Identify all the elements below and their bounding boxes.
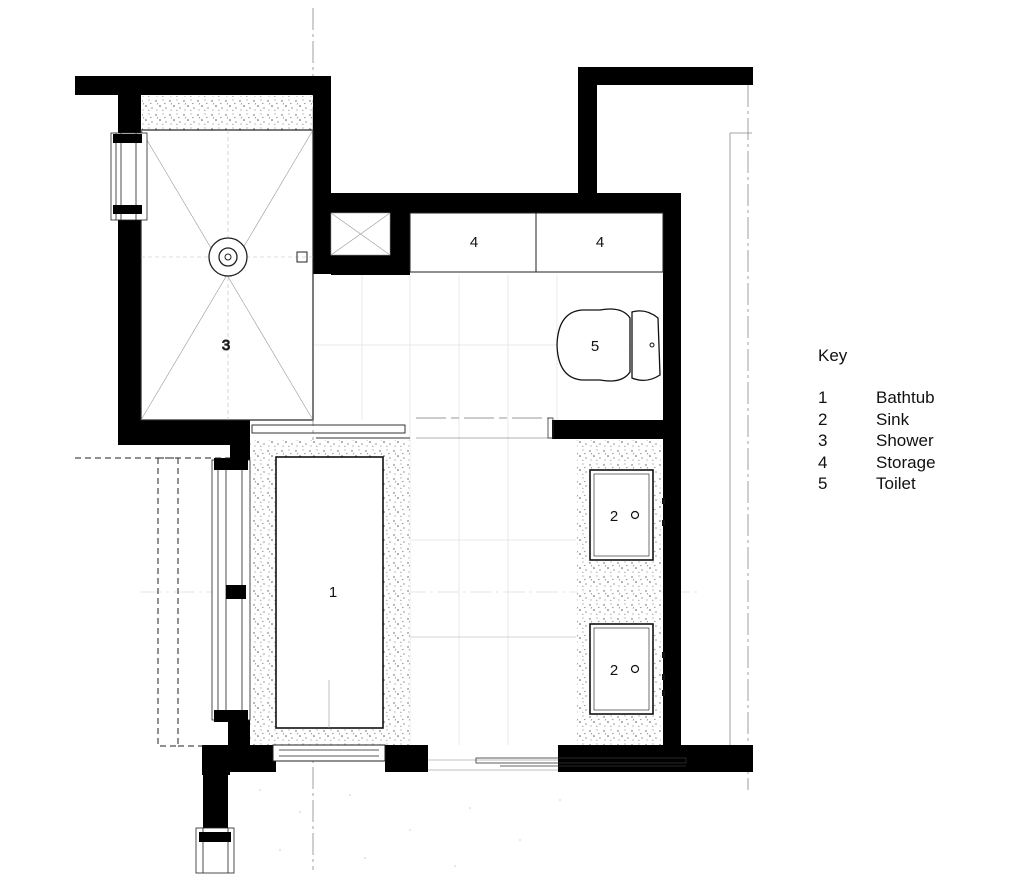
sink-lower-label: 2 xyxy=(610,662,618,679)
legend-item-number: 4 xyxy=(818,452,828,472)
entrance-door xyxy=(428,757,687,771)
windows xyxy=(110,132,386,874)
legend-item-number: 1 xyxy=(818,388,828,407)
toilet-label: 5 xyxy=(591,338,599,355)
bathtub: 1 xyxy=(275,456,384,729)
linen-cabinet xyxy=(330,212,391,256)
legend-items: 1 Bathtub 2 Sink 3 Shower 4 Storage 5 Toilet xyxy=(818,387,936,495)
legend-item-number: 2 xyxy=(818,409,828,429)
legend-item-label: Shower xyxy=(876,431,934,451)
drain-icon xyxy=(208,237,248,277)
storage-right-label: 4 xyxy=(596,234,604,251)
storage-left-label: 4 xyxy=(470,234,478,251)
legend-item-label: Bathtub xyxy=(876,388,935,407)
sinks: 2 2 xyxy=(589,469,665,715)
legend-item-number: 5 xyxy=(818,474,828,494)
exterior-outline xyxy=(75,457,230,747)
glass-partition xyxy=(251,417,554,439)
legend-item: 4 Storage xyxy=(818,452,936,474)
legend-item-label: Toilet xyxy=(876,474,916,494)
legend-item: 5 Toilet xyxy=(818,473,936,495)
storage: 4 4 xyxy=(409,212,664,273)
shower: 3 xyxy=(140,129,314,421)
exterior-texture xyxy=(259,789,561,867)
bathtub-label: 1 xyxy=(329,584,337,601)
legend: Key 1 Bathtub 2 Sink 3 Shower 4 Storage 5 Toilet xyxy=(818,346,936,495)
sink-upper-label: 2 xyxy=(610,508,618,525)
legend-item-label: Sink xyxy=(876,409,910,429)
legend-item: 2 Sink xyxy=(818,409,936,431)
legend-item: 3 Shower xyxy=(818,430,936,452)
shower-label: 3 xyxy=(222,337,230,354)
legend-item-label: Storage xyxy=(876,452,936,472)
legend-item: 1 Bathtub xyxy=(818,387,936,409)
legend-item-number: 3 xyxy=(818,431,828,451)
legend-title: Key xyxy=(818,346,848,365)
toilet: 5 xyxy=(556,308,661,382)
